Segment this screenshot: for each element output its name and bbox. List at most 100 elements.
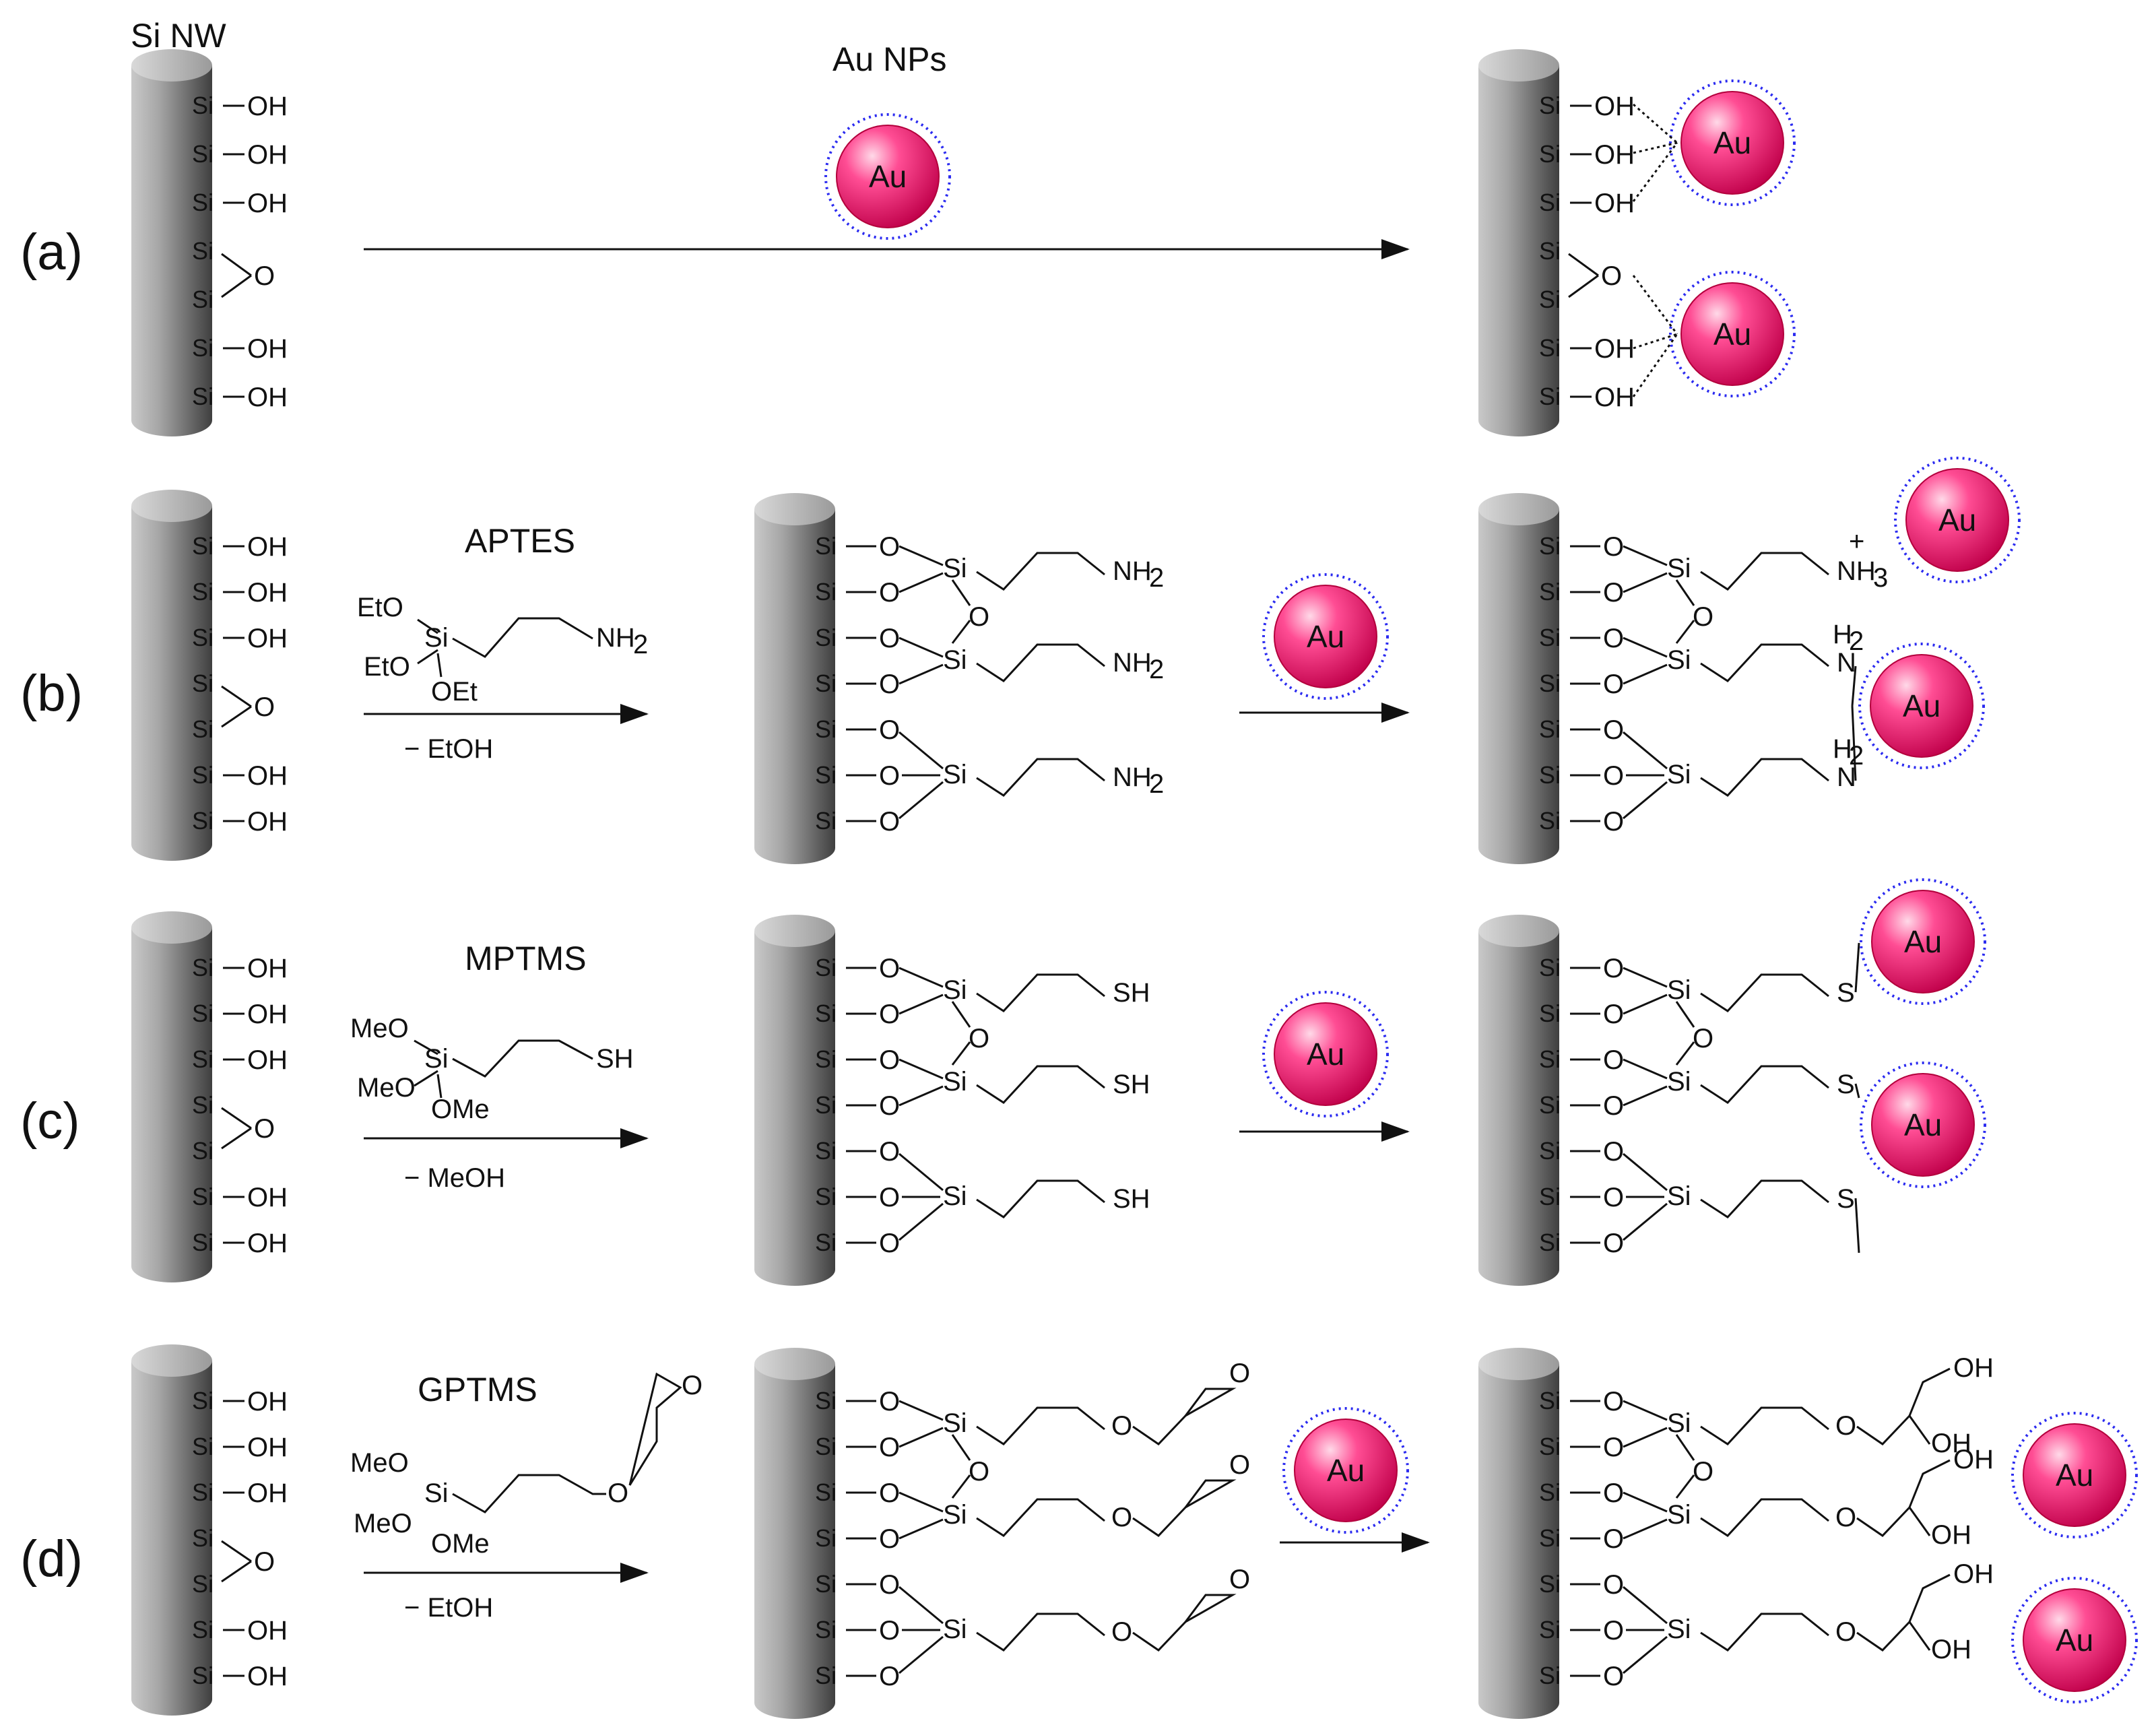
si-atom: Si: [192, 1387, 214, 1414]
hydroxyl-label: OH: [247, 807, 288, 837]
silane-si-label: Si: [943, 1408, 967, 1438]
epoxide-ring: [1184, 1388, 1237, 1417]
si-atom: Si: [815, 761, 837, 789]
si-atom: Si: [1539, 140, 1561, 168]
si-atom: Si: [1539, 761, 1561, 789]
si-atom: Si: [1539, 578, 1561, 606]
hydroxyl-label: OH: [1594, 383, 1635, 412]
epoxide-ring: [628, 1372, 682, 1486]
au-label: Au: [1327, 1453, 1365, 1488]
si-atom: Si: [1539, 1570, 1561, 1598]
bond: [899, 1202, 944, 1241]
gold-core: [1274, 1002, 1377, 1106]
subscript: 2: [1149, 655, 1164, 684]
bond: [1623, 1400, 1668, 1421]
charge-label: +: [1849, 527, 1864, 556]
propyl-chain: [976, 643, 1105, 682]
nanowire-cap: [754, 493, 835, 525]
byproduct-b: − EtOH: [404, 734, 493, 764]
subscript: 2: [1849, 741, 1864, 771]
si-atom: Si: [1539, 1183, 1561, 1210]
au-nanoparticle-d: Au: [1282, 1407, 1409, 1534]
bond: [951, 1434, 971, 1461]
nanowire-cap: [754, 1348, 835, 1380]
oxygen-label: O: [1603, 1229, 1624, 1258]
gold-core: [2023, 1423, 2126, 1527]
si-atom: Si: [815, 1570, 837, 1598]
au-nanoparticle-bound-c2: Au: [1860, 1062, 1986, 1188]
si-atom: Si: [1539, 624, 1561, 651]
si-atom: Si: [192, 670, 214, 697]
bond: [899, 1152, 944, 1192]
oxygen-label: O: [879, 715, 900, 745]
oxygen-label: O: [254, 692, 275, 722]
au-nanoparticle-free-b: Au: [1894, 457, 2021, 583]
au-label: Au: [1938, 502, 1976, 537]
si-atom: Si: [1539, 334, 1561, 362]
au-nanoparticle-c: Au: [1262, 991, 1389, 1117]
si-atom: Si: [1539, 1229, 1561, 1256]
bond: [1675, 1001, 1695, 1028]
si-atom: Si: [1539, 383, 1561, 410]
oxygen-label: O: [1603, 1478, 1624, 1508]
oxygen-label: O: [1603, 807, 1624, 837]
si-atom: Si: [815, 715, 837, 743]
methoxy-label: OMe: [431, 1095, 490, 1124]
si-atom: Si: [815, 1387, 837, 1414]
subscript: 2: [1149, 769, 1164, 799]
bond: [899, 1427, 944, 1448]
hydrogen-bond: [1633, 103, 1678, 144]
nanowire-body: [131, 927, 212, 1282]
ligand-shell: [1894, 457, 2021, 583]
diol-chain: [1856, 1621, 1911, 1652]
bond: [436, 653, 443, 678]
propyl-chain: [976, 758, 1105, 797]
bond: [899, 663, 944, 685]
gold-core: [1680, 91, 1784, 195]
nanowire-functionalized: [754, 493, 835, 864]
si-atom: Si: [1539, 1387, 1561, 1414]
thiol-label: SH: [1113, 1184, 1150, 1214]
row-label-b: (b): [20, 665, 83, 722]
hydroxyl-label: OH: [1594, 334, 1635, 364]
ligand-shell: [2011, 1577, 2138, 1703]
si-atom: Si: [192, 1183, 214, 1210]
oxygen-label: O: [1603, 1662, 1624, 1691]
nanowire-product-a: [1478, 49, 1559, 436]
diol-chain: [1908, 1367, 1951, 1416]
thiol-label: SH: [1113, 978, 1150, 1008]
subscript: 2: [633, 630, 648, 659]
si-atom: Si: [815, 807, 837, 835]
propyl-chain: [1700, 1065, 1829, 1104]
si-atom: Si: [192, 286, 214, 313]
nanowire-body: [1478, 509, 1559, 864]
nanowire-body: [754, 1364, 835, 1719]
hydroxyl-label: OH: [1931, 1520, 1971, 1550]
hydroxyl-label: OH: [1931, 1635, 1971, 1664]
nanowire-cap: [1478, 915, 1559, 947]
silane-si-label: Si: [943, 1067, 967, 1097]
oxygen-label: O: [1603, 954, 1624, 983]
bond: [899, 637, 944, 658]
si-atom: Si: [815, 532, 837, 560]
glycidyl-chain: [1132, 1414, 1187, 1445]
bond: [1854, 1198, 1860, 1253]
oxygen-label: O: [879, 1229, 900, 1258]
gptms-chain: [452, 1474, 606, 1513]
ether-oxygen-label: O: [1835, 1503, 1856, 1532]
au-label: Au: [1307, 1037, 1344, 1072]
bond: [414, 1070, 438, 1087]
oxygen-label: O: [879, 1045, 900, 1075]
hydroxyl-label: OH: [1953, 1445, 1994, 1474]
diol-chain: [1856, 1506, 1911, 1537]
gold-core: [2023, 1588, 2126, 1692]
au-label: Au: [869, 159, 907, 194]
hydroxyl-label: OH: [247, 334, 288, 364]
oxygen-label: O: [879, 1524, 900, 1554]
oxygen-label: O: [879, 1662, 900, 1691]
bond: [899, 781, 944, 820]
hydroxyl-label: OH: [247, 189, 288, 218]
gold-core: [1870, 654, 1973, 758]
si-atom: Si: [192, 189, 214, 216]
amine-n-label: N: [1837, 648, 1856, 678]
